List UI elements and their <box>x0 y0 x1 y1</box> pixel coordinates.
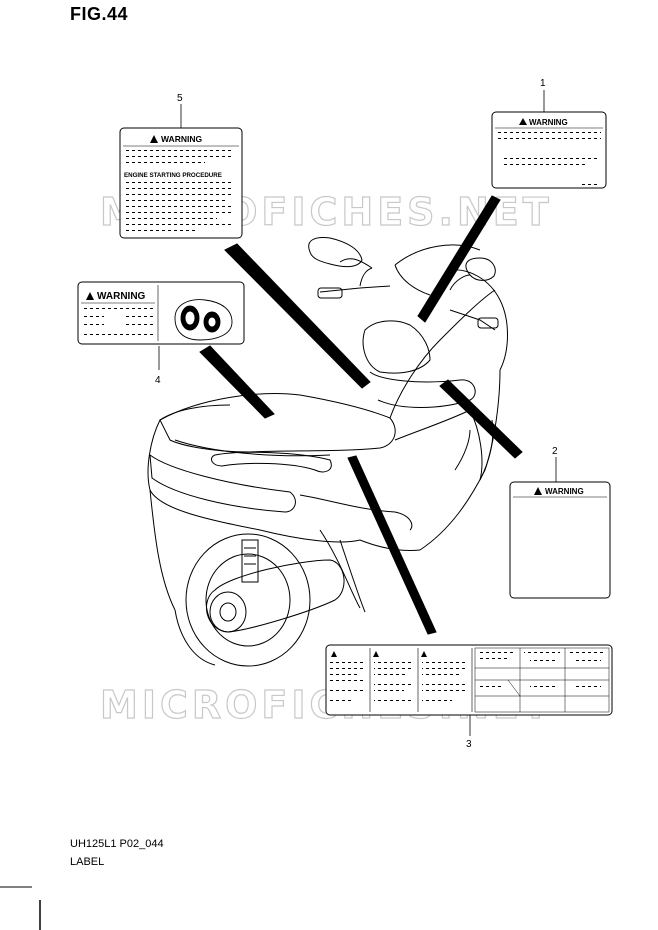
warning-triangle-icon <box>373 651 379 657</box>
label-5: WARNING ENGINE STARTING PROCEDURE <box>119 127 243 239</box>
callout-number-4: 4 <box>155 375 161 386</box>
callout-group-4: 4 <box>155 346 161 386</box>
label-1-warning-text: WARNING <box>529 118 568 127</box>
callout-group-3: 3 <box>466 715 472 750</box>
label-2: WARNING <box>509 481 611 599</box>
label-4: WARNING <box>77 281 245 345</box>
leader-label-3 <box>347 455 437 635</box>
tire-info-table <box>474 647 610 713</box>
callout-group-5: 5 <box>177 93 183 128</box>
label-2-warning-text: WARNING <box>545 487 584 496</box>
warning-triangle-icon <box>534 487 542 495</box>
label-1: WARNING <box>491 111 607 189</box>
label-5-warning-text: WARNING <box>161 134 202 144</box>
leader-label-5 <box>224 243 371 389</box>
warning-triangle-icon <box>331 651 337 657</box>
callout-group-1: 1 <box>540 78 546 112</box>
leader-label-2 <box>439 379 523 459</box>
leader-label-1 <box>417 195 501 323</box>
helmet-compartment-icon <box>174 299 233 341</box>
callout-number-3: 3 <box>466 739 472 750</box>
label-3 <box>325 644 613 716</box>
warning-triangle-icon <box>150 135 158 143</box>
figure-name: LABEL <box>70 856 105 868</box>
warning-triangle-icon <box>421 651 427 657</box>
callout-number-2: 2 <box>552 446 558 457</box>
callout-number-1: 1 <box>540 78 546 89</box>
figure-code: UH125L1 P02_044 <box>70 838 164 850</box>
label-4-warning-text: WARNING <box>97 291 146 302</box>
leader-label-4 <box>199 345 275 419</box>
label-5-procedure-text: ENGINE STARTING PROCEDURE <box>124 172 222 179</box>
figure-title: FIG.44 <box>70 4 129 24</box>
callout-group-2: 2 <box>552 446 558 482</box>
callout-number-5: 5 <box>177 93 183 104</box>
scooter-outline <box>147 237 508 667</box>
warning-triangle-icon <box>86 292 94 300</box>
leader-lines <box>199 195 523 635</box>
warning-triangle-icon <box>519 118 527 125</box>
